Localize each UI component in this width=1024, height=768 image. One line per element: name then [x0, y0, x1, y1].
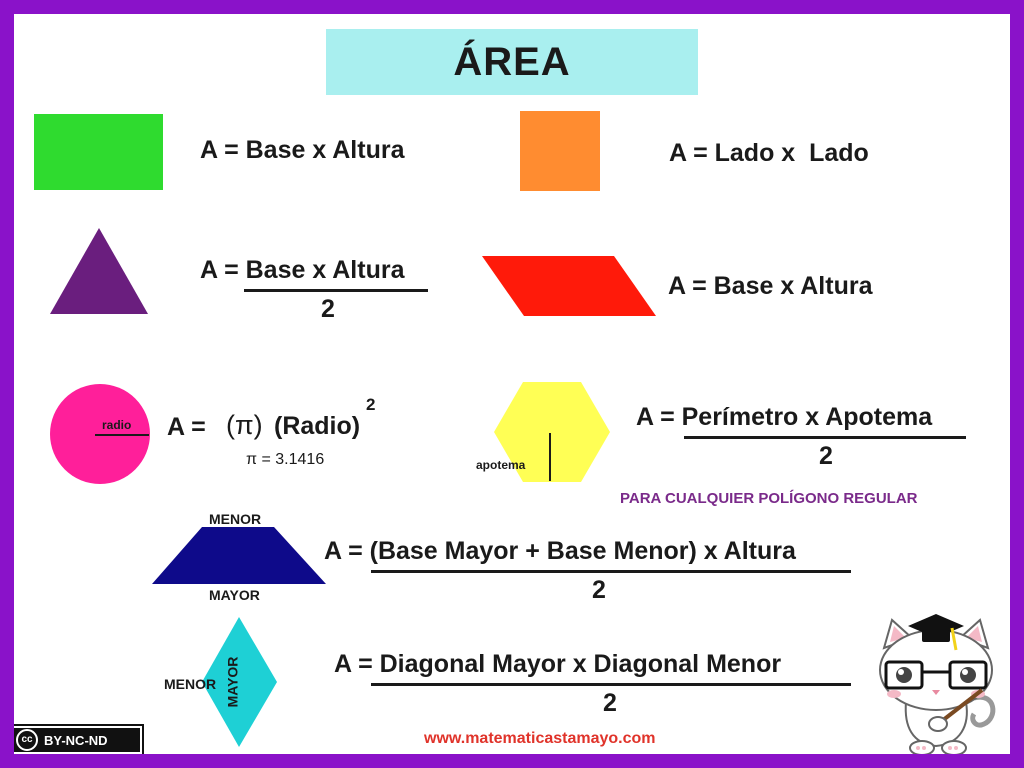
rhombus-minor-diagonal-label: MENOR	[164, 676, 217, 692]
trapezoid-shape	[152, 527, 326, 584]
hexagon-fraction-bar	[684, 436, 966, 439]
circle-formula-lhs: A =	[167, 413, 206, 441]
trapezoid-numerator: A = (Base Mayor + Base Menor) x Altura	[324, 537, 796, 565]
license-text: BY-NC-ND	[44, 732, 108, 748]
parallelogram-polygon	[482, 256, 656, 316]
cat-mascot-illustration	[879, 614, 996, 754]
hexagon-polygon	[494, 382, 610, 482]
rectangle-shape	[34, 114, 163, 190]
hexagon-denominator: 2	[819, 442, 833, 470]
regular-polygon-note: PARA CUALQUIER POLÍGONO REGULAR	[620, 490, 918, 507]
trapezoid-major-base-label: MAYOR	[209, 587, 260, 603]
circle-radius-label: radio	[102, 418, 132, 432]
creative-commons-icon: cc	[16, 729, 38, 751]
hexagon-shape	[494, 382, 610, 482]
triangle-denominator: 2	[321, 295, 335, 323]
circle-pi-term: (π)	[226, 410, 263, 440]
parallelogram-shape	[482, 256, 656, 316]
license-badge[interactable]: cc BY-NC-ND	[14, 724, 144, 754]
rhombus-denominator: 2	[603, 689, 617, 717]
trapezoid-minor-base-label: MENOR	[209, 511, 262, 527]
trapezoid-fraction-bar	[371, 570, 851, 573]
website-url[interactable]: www.matematicastamayo.com	[424, 730, 656, 747]
cat-graduate-icon	[879, 614, 996, 754]
title-banner: ÁREA	[326, 29, 698, 95]
pi-value: π = 3.1416	[246, 451, 325, 468]
rectangle-formula: A = Base x Altura	[200, 136, 405, 164]
hexagon-numerator: A = Perímetro x Apotema	[636, 403, 933, 431]
hexagon-apothem-line	[549, 433, 551, 481]
square-shape	[520, 111, 600, 191]
circle-radius-term: (Radio)	[274, 412, 361, 440]
triangle-polygon	[50, 228, 148, 314]
circle-radius-line	[95, 434, 149, 436]
rhombus-major-diagonal-label: MAYOR	[224, 656, 241, 708]
circle-exponent: 2	[366, 395, 376, 414]
triangle-fraction-bar	[244, 289, 428, 292]
square-formula: A = Lado x Lado	[669, 139, 869, 167]
hexagon-apothem-label: apotema	[476, 458, 526, 472]
triangle-numerator: A = Base x Altura	[200, 256, 405, 284]
page-title: ÁREA	[453, 39, 571, 84]
rhombus-polygon	[202, 617, 277, 747]
parallelogram-formula: A = Base x Altura	[668, 272, 873, 300]
trapezoid-polygon	[152, 527, 326, 584]
triangle-shape	[50, 228, 148, 314]
rhombus-fraction-bar	[371, 683, 851, 686]
trapezoid-denominator: 2	[592, 576, 606, 604]
rhombus-numerator: A = Diagonal Mayor x Diagonal Menor	[334, 650, 782, 678]
rhombus-shape	[202, 617, 277, 747]
